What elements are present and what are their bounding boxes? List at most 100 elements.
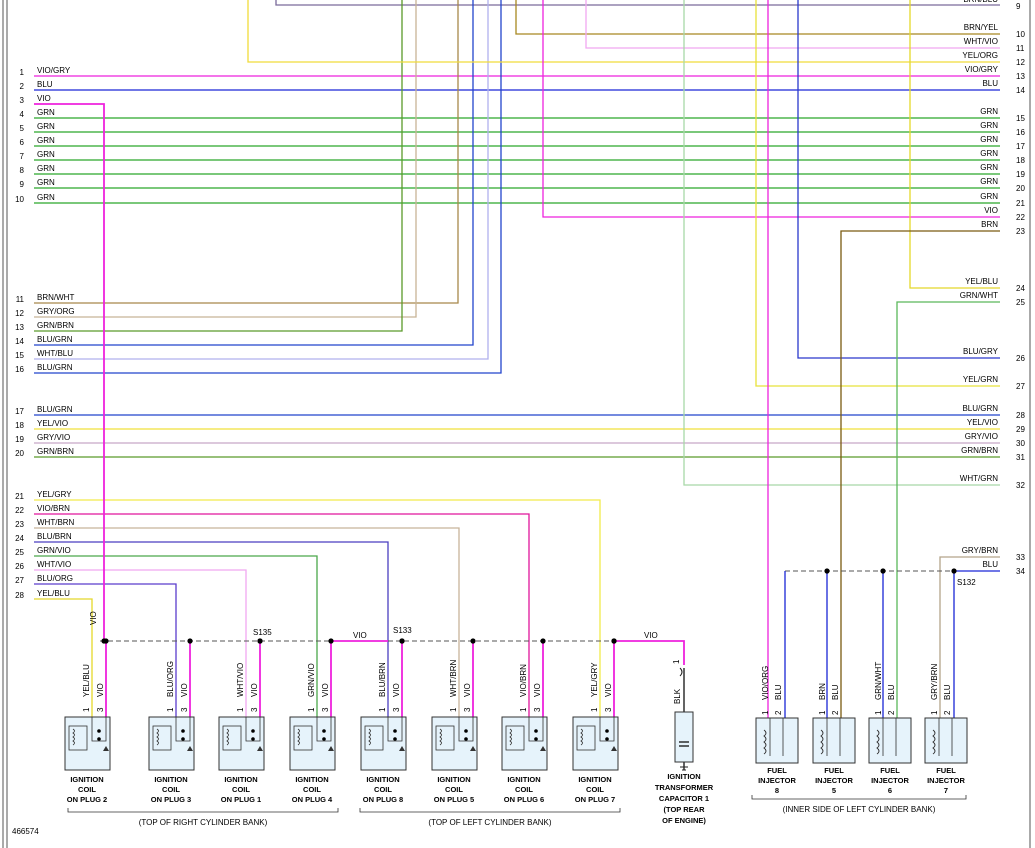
- left-wire-label-2: BLU: [37, 80, 53, 89]
- coil-caption-5: IGNITION: [366, 775, 399, 784]
- left-wire-label-7: GRN: [37, 150, 55, 159]
- fuel-injector-1: [755, 717, 799, 764]
- left-pin-25: 25: [15, 548, 24, 557]
- injector-wire1-label-1: VIO/ORG: [761, 666, 770, 700]
- coil-caption-2: COIL: [162, 785, 180, 794]
- coil-pin-b-8: 3: [604, 707, 613, 712]
- coil-feed-label-6: VIO: [463, 683, 472, 697]
- left-wire-label-28: YEL/BLU: [37, 589, 70, 598]
- left-pin-7: 7: [20, 152, 25, 161]
- coil-pin-b-6: 3: [463, 707, 472, 712]
- right-pin-19: 19: [1016, 170, 1025, 179]
- splice-s132: [951, 568, 957, 574]
- coil-winding: [293, 725, 313, 751]
- left-wire-label-20: GRN/BRN: [37, 447, 74, 456]
- coil-node: [393, 737, 397, 741]
- coil-symbol: [439, 728, 442, 746]
- wire-wht-blu: [34, 0, 489, 360]
- injector-pin-a-3: 1: [874, 710, 883, 715]
- coil-caption-2: IGNITION: [154, 775, 187, 784]
- injector-caption-2: INJECTOR: [815, 776, 853, 785]
- injector-wire1-label-4: GRY/BRN: [930, 663, 939, 700]
- left-wire-label-17: BLU/GRN: [37, 405, 73, 414]
- left-pin-9: 9: [20, 180, 25, 189]
- coil-symbol: [72, 728, 75, 746]
- left-wire-label-6: GRN: [37, 136, 55, 145]
- left-pin-13: 13: [15, 323, 24, 332]
- diode-icon: [611, 746, 617, 751]
- components: [64, 568, 968, 813]
- left-pin-10: 10: [15, 195, 24, 204]
- ignition-coil-2: [148, 716, 195, 771]
- coil-pin-a-1: 1: [82, 707, 91, 712]
- bus-dot-7: [540, 638, 546, 644]
- coil-internal: [91, 717, 107, 742]
- coil-caption-7: IGNITION: [507, 775, 540, 784]
- injector-caption-3: FUEL: [880, 766, 900, 775]
- coil-feed-label-7: VIO: [533, 683, 542, 697]
- coil-symbol: [297, 728, 300, 746]
- wire-vio-3: [34, 103, 105, 641]
- right-pin-21: 21: [1016, 199, 1025, 208]
- right-wire-label-22: VIO: [984, 206, 998, 215]
- left-pin-19: 19: [15, 435, 24, 444]
- left-pin-23: 23: [15, 520, 24, 529]
- solenoid-icon: [763, 729, 767, 755]
- right-pin-15: 15: [1016, 114, 1025, 123]
- coil-pin-b-1: 3: [96, 707, 105, 712]
- coil-symbol: [509, 728, 512, 746]
- coil-pin-b-4: 3: [321, 707, 330, 712]
- diode-icon: [257, 746, 263, 751]
- left-wire-label-1: VIO/GRY: [37, 66, 71, 75]
- right-pin-22: 22: [1016, 213, 1025, 222]
- diagram-id: 466574: [12, 827, 39, 836]
- wire-grn-brn-13: [34, 0, 403, 332]
- left-wire-label-13: GRN/BRN: [37, 321, 74, 330]
- left-pin-11: 11: [16, 295, 25, 304]
- fuel-injector-4: [924, 717, 968, 764]
- coil-caption-4: IGNITION: [295, 775, 328, 784]
- coil-pin-a-7: 1: [519, 707, 528, 712]
- coil-node: [322, 729, 326, 733]
- injector-wire2-label-2: BLU: [831, 684, 840, 700]
- left-pin-14: 14: [15, 337, 24, 346]
- coil-node: [251, 737, 255, 741]
- coil-pin-a-3: 1: [236, 707, 245, 712]
- right-wire-label-12: YEL/ORG: [962, 51, 998, 60]
- wire-blu-grn-16: [34, 0, 502, 374]
- left-wire-label-11: BRN/WHT: [37, 293, 74, 302]
- coil-winding: [68, 725, 88, 751]
- left-wire-label-23: WHT/BRN: [37, 518, 75, 527]
- injector-wire-2: [840, 230, 1000, 718]
- ignition-coil-3: [218, 716, 265, 771]
- coil-symbol: [226, 728, 229, 746]
- coil-caption-3: COIL: [232, 785, 250, 794]
- right-wire-label-21: GRN: [980, 192, 998, 201]
- right-wire-label-16: GRN: [980, 121, 998, 130]
- left-wire-label-4: GRN: [37, 108, 55, 117]
- coil-caption-8: ON PLUG 7: [575, 795, 615, 804]
- coil-caption-5: ON PLUG 8: [363, 795, 403, 804]
- left-wire-label-25: GRN/VIO: [37, 546, 71, 555]
- right-pin-23: 23: [1016, 227, 1025, 236]
- capacitor-caption: TRANSFORMER: [655, 783, 714, 792]
- left-wire-label-8: GRN: [37, 164, 55, 173]
- bus-label-2: VIO: [353, 631, 367, 640]
- coil-internal: [316, 717, 332, 742]
- coil-winding: [152, 725, 172, 751]
- right-wire-label-30: GRY/VIO: [965, 432, 998, 441]
- coil-wire-label-3: WHT/VIO: [236, 663, 245, 697]
- wire-brn-yel: [515, 0, 1000, 35]
- left-wire-label-26: WHT/VIO: [37, 560, 71, 569]
- coil-node: [181, 729, 185, 733]
- coil-wire-label-2: BLU/ORG: [166, 661, 175, 697]
- ignition-coil-8: [572, 716, 619, 771]
- wire-yel-grn: [755, 0, 1000, 387]
- group-left-bank-bracket: [359, 808, 621, 813]
- injector-caption-2: 5: [832, 786, 836, 795]
- right-wire-label-25: GRN/WHT: [960, 291, 998, 300]
- coil-node: [97, 729, 101, 733]
- right-wire-label-23: BRN: [981, 220, 998, 229]
- bus-dot-2: [187, 638, 193, 644]
- injector-pin-a-2: 1: [818, 710, 827, 715]
